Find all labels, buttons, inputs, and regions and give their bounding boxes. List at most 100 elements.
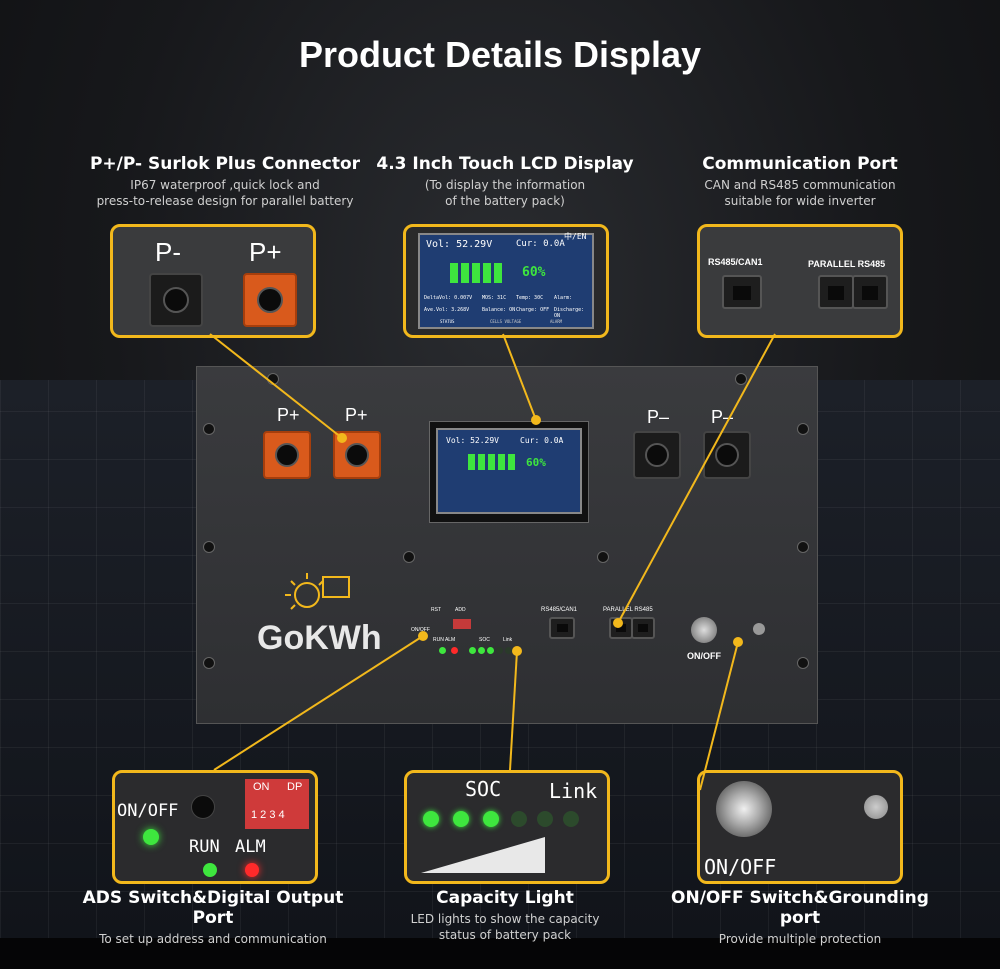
battery-front-panel: P+ P+ P– P– Vol: 52.29V Cur: 0.0A 60% Go…	[196, 366, 818, 724]
lcd-delta: DeltaVol: 0.007V	[424, 295, 473, 301]
screw	[203, 657, 215, 669]
ads-dip-switch[interactable]: ON DP 1 2 3 4	[245, 779, 309, 829]
feature-connector-desc2: press-to-release design for parallel bat…	[96, 194, 354, 208]
comm-port1-label: RS485/CAN1	[708, 257, 763, 267]
panel-run-alm-label: RUN ALM	[433, 637, 456, 643]
feature-ads-heading: ADS Switch&Digital Output Port	[82, 888, 344, 928]
panel-alm-led	[451, 647, 458, 654]
lcd-tab-status[interactable]: STATUS	[440, 319, 455, 324]
screw	[797, 423, 809, 435]
feature-capacity-desc2: status of battery pack	[438, 928, 572, 942]
panel-run-led	[439, 647, 446, 654]
panel-lcd-vol: Vol: 52.29V	[446, 436, 499, 445]
lcd-battery-bars	[450, 263, 505, 287]
panel-lcd-screen[interactable]: Vol: 52.29V Cur: 0.0A 60%	[436, 428, 582, 514]
panel-add-label: ADD	[455, 607, 466, 613]
panel-soc-led	[487, 647, 494, 654]
lcd-temp: Temp: 30C	[516, 295, 544, 301]
ground-screw-icon	[864, 795, 888, 819]
soc-led-2	[453, 811, 469, 827]
screw	[735, 373, 747, 385]
p-minus-connector	[149, 273, 203, 327]
brand-logo: GoKWh	[257, 619, 382, 657]
ads-alm-led	[245, 863, 259, 877]
panel-p-minus-2: P–	[711, 407, 734, 427]
dip-on-label: ON	[253, 781, 270, 793]
capacity-wedge-icon	[421, 837, 545, 873]
ads-callout: ON/OFF ON DP 1 2 3 4 RUN ALM	[112, 770, 318, 884]
panel-power-label: ON/OFF	[687, 651, 721, 661]
panel-soc-led	[478, 647, 485, 654]
lcd-callout: Vol: 52.29V Cur: 0.0A 中/EN 60% DeltaVol:…	[403, 224, 609, 338]
comm-callout: RS485/CAN1 PARALLEL RS485	[697, 224, 903, 338]
panel-rs485-label: RS485/CAN1	[541, 607, 578, 613]
rs485-can-port	[722, 275, 762, 309]
capacity-link-label: Link	[549, 779, 598, 803]
ads-onoff-label: ON/OFF	[117, 801, 179, 821]
panel-soc-label: SOC	[479, 637, 490, 643]
feature-capacity-heading: Capacity Light	[436, 888, 574, 908]
ads-run-led	[203, 863, 217, 877]
panel-p-plus-connector-1	[263, 431, 311, 479]
parallel-port-1	[818, 275, 854, 309]
panel-p-minus-connector-2	[703, 431, 751, 479]
panel-lcd-soc: 60%	[526, 456, 546, 469]
panel-rst-label: RST	[431, 607, 441, 613]
panel-power-button[interactable]	[691, 617, 717, 643]
lcd-ave: Ave.Vol: 3.268V	[424, 307, 470, 313]
panel-ground-screw-icon	[753, 623, 765, 635]
feature-comm-heading: Communication Port	[702, 154, 898, 174]
feature-switch-desc1: Provide multiple protection	[718, 932, 882, 946]
panel-parallel-label: PARALLEL RS485	[603, 607, 653, 613]
panel-p-minus-connector-1	[633, 431, 681, 479]
lcd-tab-cells[interactable]: CELLS VOLTAGE	[490, 319, 522, 324]
dip-dp-label: DP	[287, 781, 303, 793]
screw	[797, 541, 809, 553]
bottom-band	[0, 938, 1000, 969]
dip-numbers: 1 2 3 4	[251, 809, 285, 821]
feature-lcd-desc1: (To display the information	[424, 178, 586, 192]
screw	[203, 423, 215, 435]
p-plus-label: P+	[249, 237, 282, 267]
lcd-vol: Vol: 52.29V	[426, 239, 493, 250]
feature-capacity: Capacity Light LED lights to show the ca…	[375, 888, 635, 943]
ads-reset-button[interactable]	[191, 795, 215, 819]
feature-comm-desc1: CAN and RS485 communication	[704, 178, 896, 192]
screw	[597, 551, 609, 563]
panel-soc-led	[469, 647, 476, 654]
switch-onoff-label: ON/OFF	[704, 855, 777, 879]
panel-soc-led	[496, 647, 503, 654]
soc-led-4	[511, 811, 527, 827]
panel-lcd-cur: Cur: 0.0A	[520, 436, 564, 445]
connector-callout: P- P+	[110, 224, 316, 338]
feature-capacity-desc1: LED lights to show the capacity	[410, 912, 600, 926]
capacity-callout: SOC Link	[404, 770, 610, 884]
panel-p-plus-1: P+	[277, 405, 300, 425]
p-minus-label: P-	[155, 237, 181, 267]
panel-onoff-label: ON/OFF	[411, 627, 430, 633]
panel-lcd-bars	[468, 454, 518, 474]
soc-led-5	[537, 811, 553, 827]
ads-alm-label: ALM	[235, 837, 266, 857]
lcd-screen: Vol: 52.29V Cur: 0.0A 中/EN 60% DeltaVol:…	[418, 232, 594, 329]
panel-lcd-bezel: Vol: 52.29V Cur: 0.0A 60%	[429, 421, 589, 523]
feature-lcd-heading: 4.3 Inch Touch LCD Display	[376, 154, 634, 174]
soc-led-3	[483, 811, 499, 827]
ads-run-label: RUN	[189, 837, 220, 857]
panel-p-minus-1: P–	[647, 407, 670, 427]
screw	[797, 657, 809, 669]
lcd-cur: Cur: 0.0A	[516, 239, 565, 249]
panel-p-plus-2: P+	[345, 405, 368, 425]
comm-port2-label: PARALLEL RS485	[808, 259, 886, 269]
lcd-alarm: Alarm:	[554, 295, 573, 301]
feature-connector-desc1: IP67 waterproof ,quick lock and	[130, 178, 320, 192]
panel-link-label: Link	[503, 637, 513, 643]
lcd-tab-alarm[interactable]: ALARM	[550, 319, 563, 324]
power-switch-button[interactable]	[716, 781, 772, 837]
feature-switch-heading: ON/OFF Switch&Grounding port	[671, 888, 929, 928]
soc-led-1	[423, 811, 439, 827]
screw	[267, 373, 279, 385]
sun-battery-logo-icon	[285, 573, 350, 610]
p-plus-connector	[243, 273, 297, 327]
panel-dip-switch[interactable]	[453, 619, 471, 629]
